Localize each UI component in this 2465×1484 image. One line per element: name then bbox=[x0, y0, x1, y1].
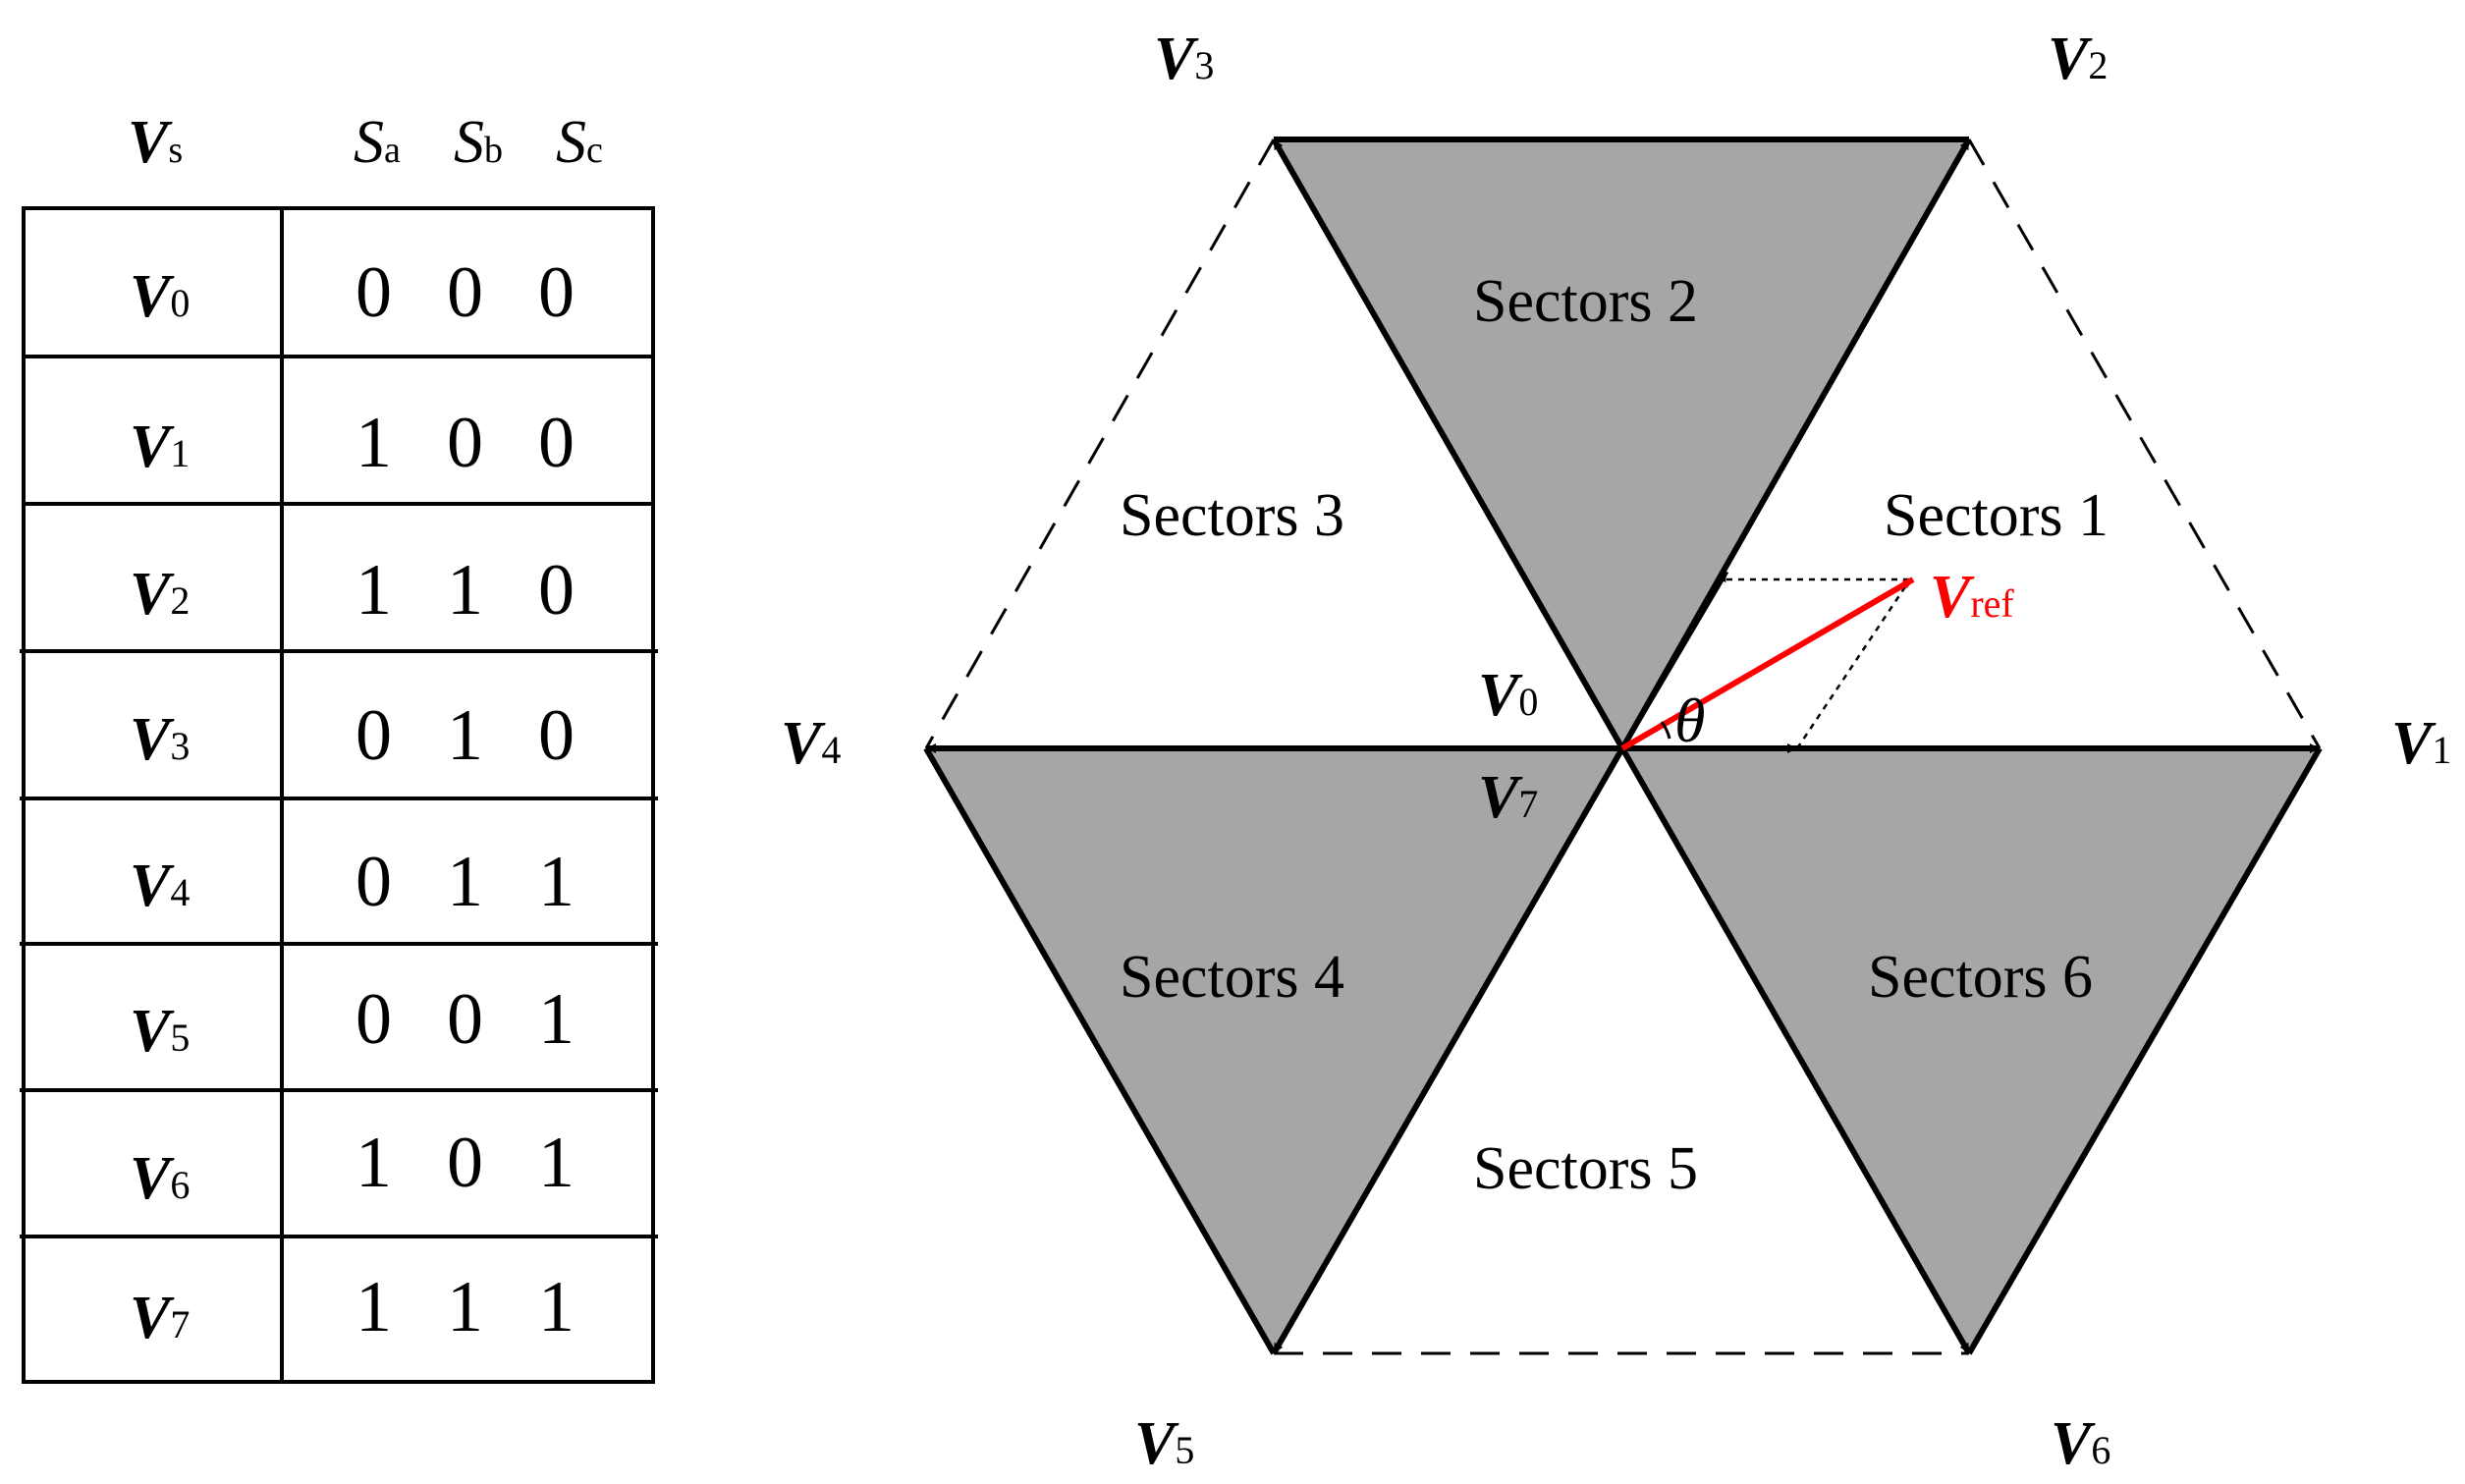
table-row: V2 1 1 0 bbox=[130, 550, 575, 631]
row-sb-state: 0 bbox=[447, 403, 483, 483]
vref-component-v2-arrow bbox=[1619, 570, 1729, 750]
hexagon-edge bbox=[923, 746, 1277, 1355]
sector-2-shading bbox=[1274, 139, 1969, 748]
table-row: V7 1 1 1 bbox=[130, 1267, 575, 1351]
vertex-v3-label: V3 bbox=[1154, 26, 1214, 92]
sector-6-label: Sectors 6 bbox=[1868, 944, 2093, 1011]
table-header-vs: Vs bbox=[128, 109, 183, 176]
row-sa-state: 0 bbox=[356, 842, 392, 922]
vertex-v2-label: V2 bbox=[2048, 26, 2108, 92]
sector-4-label: Sectors 4 bbox=[1120, 944, 1344, 1011]
row-sb-state: 0 bbox=[447, 252, 483, 333]
switching-state-table: Vs Sa Sb Sc V0 0 0 0 V1 1 0 bbox=[20, 109, 658, 1384]
row-sb-state: 0 bbox=[447, 1123, 483, 1203]
vref-projection-dotted bbox=[1795, 578, 1912, 749]
table-row: V6 1 0 1 bbox=[130, 1123, 575, 1212]
vertex-v1-label: V1 bbox=[2391, 710, 2451, 777]
sector-3-label: Sectors 3 bbox=[1120, 482, 1344, 549]
row-sb-state: 1 bbox=[447, 1267, 483, 1347]
row-vector-label: V1 bbox=[130, 413, 190, 480]
row-sc-state: 1 bbox=[538, 842, 575, 922]
row-vector-label: V5 bbox=[130, 998, 190, 1065]
zero-vector-v7-label: V7 bbox=[1478, 764, 1538, 831]
row-vector-label: V7 bbox=[130, 1285, 190, 1351]
row-sa-state: 1 bbox=[356, 550, 392, 631]
table-row: V5 0 0 1 bbox=[130, 979, 575, 1065]
hexagon-edge bbox=[1966, 746, 2323, 1355]
sector-1-label: Sectors 1 bbox=[1884, 482, 2109, 549]
space-vector-hexagon: Sectors 1 Sectors 2 Sectors 3 Sectors 4 … bbox=[781, 26, 2451, 1477]
row-sa-state: 0 bbox=[356, 252, 392, 333]
table-row: V0 0 0 0 bbox=[130, 252, 575, 333]
row-sa-state: 1 bbox=[356, 1123, 392, 1203]
sector-4-shading bbox=[926, 748, 1622, 1353]
vertex-v6-label: V6 bbox=[2051, 1410, 2110, 1477]
row-sa-state: 0 bbox=[356, 695, 392, 776]
row-vector-label: V4 bbox=[130, 852, 190, 919]
row-vector-label: V3 bbox=[130, 706, 190, 773]
row-sa-state: 1 bbox=[356, 403, 392, 483]
hexagon-edge-dashed bbox=[1967, 138, 2322, 749]
vector-v6-arrow bbox=[1619, 746, 1972, 1355]
theta-angle-arc bbox=[1660, 721, 1671, 740]
row-sa-state: 0 bbox=[356, 979, 392, 1060]
zero-vector-v0-label: V0 bbox=[1478, 662, 1538, 729]
sector-2-label: Sectors 2 bbox=[1473, 268, 1698, 335]
row-sa-state: 1 bbox=[356, 1267, 392, 1347]
row-sc-state: 0 bbox=[538, 252, 575, 333]
table-header-sb: Sb bbox=[454, 109, 503, 176]
table-row: V3 0 1 0 bbox=[130, 695, 575, 776]
vector-v5-arrow bbox=[1271, 746, 1625, 1355]
row-sc-state: 0 bbox=[538, 403, 575, 483]
table-row: V4 0 1 1 bbox=[130, 842, 575, 922]
theta-label: θ bbox=[1674, 686, 1705, 755]
vref-arrow bbox=[1620, 577, 1915, 751]
vref-label: Vref bbox=[1930, 564, 2014, 631]
row-vector-label: V2 bbox=[130, 561, 190, 628]
vector-v3-arrow bbox=[1271, 137, 1625, 750]
vertex-v5-label: V5 bbox=[1134, 1410, 1194, 1477]
table-row: V1 1 0 0 bbox=[130, 403, 575, 483]
row-vector-label: V0 bbox=[130, 263, 190, 330]
table-header-sc: Sc bbox=[556, 109, 603, 176]
table-frame bbox=[22, 206, 655, 1384]
row-sb-state: 1 bbox=[447, 695, 483, 776]
row-sc-state: 1 bbox=[538, 979, 575, 1060]
table-header-sa: Sa bbox=[354, 109, 401, 176]
sector-5-label: Sectors 5 bbox=[1473, 1135, 1698, 1202]
row-sb-state: 0 bbox=[447, 979, 483, 1060]
row-sb-state: 1 bbox=[447, 550, 483, 631]
row-sc-state: 0 bbox=[538, 550, 575, 631]
sector-6-shading bbox=[1622, 748, 2320, 1353]
vertex-v4-label: V4 bbox=[781, 710, 841, 777]
hexagon-edge-dashed bbox=[924, 138, 1276, 749]
row-sc-state: 0 bbox=[538, 695, 575, 776]
row-sc-state: 1 bbox=[538, 1267, 575, 1347]
row-sb-state: 1 bbox=[447, 842, 483, 922]
row-sc-state: 1 bbox=[538, 1123, 575, 1203]
row-vector-label: V6 bbox=[130, 1145, 190, 1212]
